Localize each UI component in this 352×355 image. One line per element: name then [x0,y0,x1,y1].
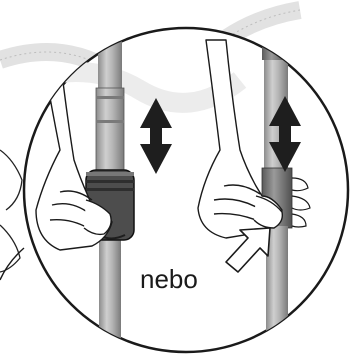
callout-line [0,248,24,280]
caption-label: nebo [140,264,198,294]
right-tube [262,0,292,355]
